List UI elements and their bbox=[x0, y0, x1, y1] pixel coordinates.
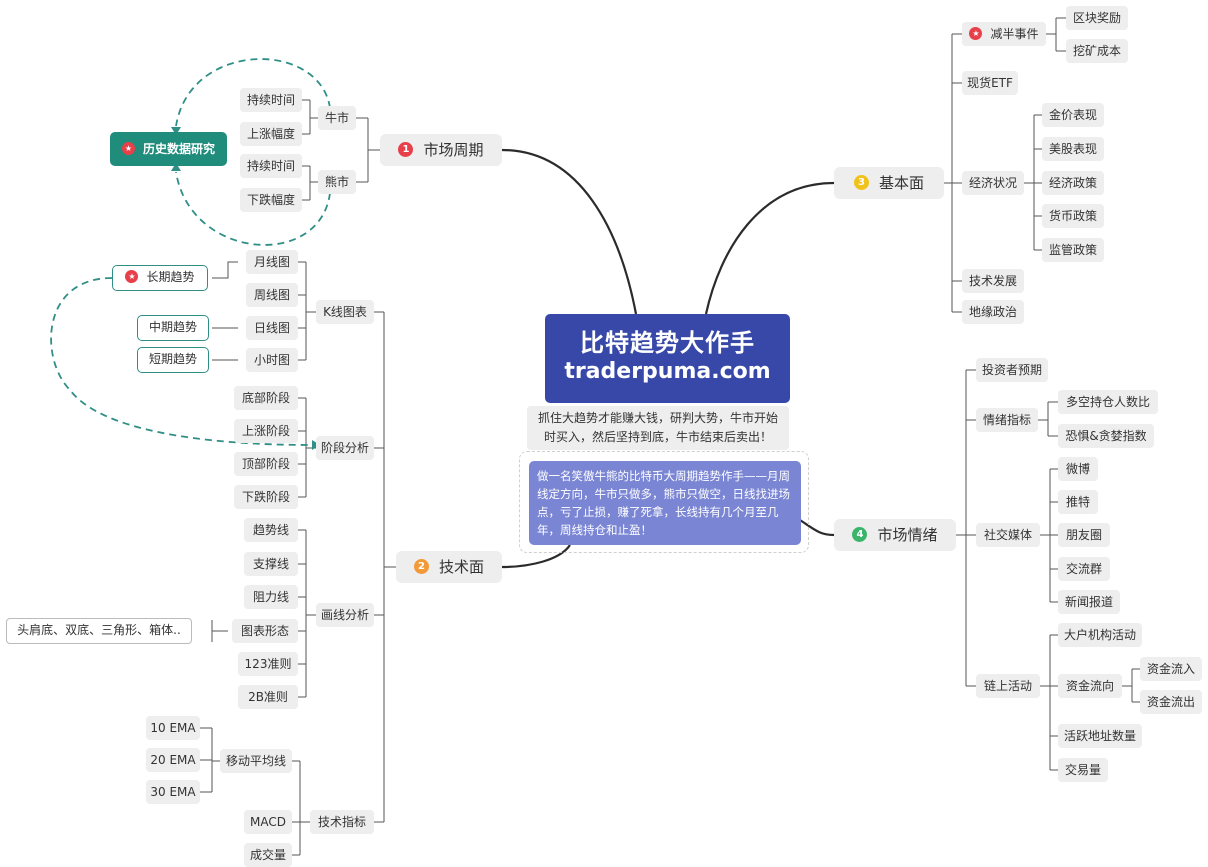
link-t1 bbox=[501, 148, 638, 315]
topic-technical[interactable]: 2 技术面 bbox=[396, 551, 502, 583]
node-weibo[interactable]: 微博 bbox=[1058, 457, 1098, 481]
link-t3 bbox=[704, 181, 835, 315]
node-2b-rule[interactable]: 2B准则 bbox=[238, 685, 298, 709]
history-label: 历史数据研究 bbox=[142, 142, 215, 156]
central-site: traderpuma.com bbox=[564, 359, 771, 384]
topic-label: 基本面 bbox=[878, 174, 924, 192]
topic-label: 市场情绪 bbox=[877, 526, 938, 544]
topic-sentiment[interactable]: 4 市场情绪 bbox=[834, 519, 956, 551]
node-tech-indicators[interactable]: 技术指标 bbox=[310, 810, 374, 834]
strategy-note[interactable]: 做一名笑傲牛熊的比特币大周期趋势作手——月周线定方向，牛市只做多，熊市只做空，日… bbox=[529, 461, 801, 545]
node-block-reward[interactable]: 区块奖励 bbox=[1066, 6, 1128, 30]
node-macd[interactable]: MACD bbox=[244, 810, 292, 834]
node-whale-activity[interactable]: 大户机构活动 bbox=[1058, 623, 1142, 647]
node-moments[interactable]: 朋友圈 bbox=[1058, 523, 1110, 547]
node-bull[interactable]: 牛市 bbox=[318, 106, 356, 130]
node-halving[interactable]: ★ 减半事件 bbox=[962, 22, 1046, 46]
node-geopolitics[interactable]: 地缘政治 bbox=[962, 300, 1024, 324]
node-outflow[interactable]: 资金流出 bbox=[1140, 690, 1202, 714]
node-mid-trend[interactable]: 中期趋势 bbox=[137, 315, 209, 341]
node-30ema[interactable]: 30 EMA bbox=[146, 780, 200, 804]
node-economic-policy[interactable]: 经济政策 bbox=[1042, 171, 1104, 195]
central-subtitle: 抓住大趋势才能赚大钱，研判大势，牛市开始 时买入，然后坚持到底，牛市结束后卖出！ bbox=[527, 406, 789, 450]
node-hourly[interactable]: 小时图 bbox=[246, 348, 298, 372]
number-2-icon: 2 bbox=[413, 559, 429, 574]
topic-label: 市场周期 bbox=[423, 141, 484, 159]
number-1-icon: 1 bbox=[398, 142, 414, 157]
star-icon: ★ bbox=[121, 142, 135, 155]
node-tech-development[interactable]: 技术发展 bbox=[962, 269, 1024, 293]
central-title: 比特趋势大作手 bbox=[580, 329, 755, 357]
node-social-media[interactable]: 社交媒体 bbox=[976, 523, 1040, 547]
node-us-stocks[interactable]: 美股表现 bbox=[1042, 137, 1104, 161]
node-long-short-ratio[interactable]: 多空持仓人数比 bbox=[1058, 390, 1158, 414]
subtitle-line-1: 抓住大趋势才能赚大钱，研判大势，牛市开始 bbox=[537, 411, 778, 425]
node-mining-cost[interactable]: 挖矿成本 bbox=[1066, 39, 1128, 63]
star-icon: ★ bbox=[125, 270, 139, 283]
topic-label: 技术面 bbox=[438, 558, 484, 576]
node-twitter[interactable]: 推特 bbox=[1058, 490, 1098, 514]
node-resistance[interactable]: 阻力线 bbox=[244, 585, 298, 609]
node-patterns-list[interactable]: 头肩底、双底、三角形、箱体.. bbox=[6, 618, 192, 644]
node-bull-duration[interactable]: 持续时间 bbox=[240, 88, 302, 112]
node-economy[interactable]: 经济状况 bbox=[962, 171, 1024, 195]
node-kline[interactable]: K线图表 bbox=[316, 300, 374, 324]
node-sentiment-indicator[interactable]: 情绪指标 bbox=[976, 408, 1038, 432]
node-10ema[interactable]: 10 EMA bbox=[146, 716, 200, 740]
node-bottom-stage[interactable]: 底部阶段 bbox=[234, 386, 298, 410]
node-trade-volume[interactable]: 交易量 bbox=[1058, 758, 1108, 782]
note-frame bbox=[519, 451, 809, 553]
node-123-rule[interactable]: 123准则 bbox=[238, 652, 298, 676]
node-top-stage[interactable]: 顶部阶段 bbox=[234, 452, 298, 476]
node-weekly[interactable]: 周线图 bbox=[246, 283, 298, 307]
node-uptrend-stage[interactable]: 上涨阶段 bbox=[234, 419, 298, 443]
node-chart-pattern[interactable]: 图表形态 bbox=[232, 619, 298, 643]
halving-label: 减半事件 bbox=[990, 27, 1039, 41]
node-20ema[interactable]: 20 EMA bbox=[146, 748, 200, 772]
node-history-research[interactable]: ★ 历史数据研究 bbox=[110, 132, 227, 166]
node-inflow[interactable]: 资金流入 bbox=[1140, 657, 1202, 681]
number-4-icon: 4 bbox=[852, 527, 868, 542]
node-downtrend-stage[interactable]: 下跌阶段 bbox=[234, 485, 298, 509]
node-bear[interactable]: 熊市 bbox=[318, 170, 356, 194]
node-daily[interactable]: 日线图 bbox=[246, 316, 298, 340]
topic-market-cycle[interactable]: 1 市场周期 bbox=[380, 134, 502, 166]
node-monthly[interactable]: 月线图 bbox=[246, 250, 298, 274]
node-short-trend[interactable]: 短期趋势 bbox=[137, 347, 209, 373]
node-fund-flow[interactable]: 资金流向 bbox=[1058, 674, 1122, 698]
node-monetary-policy[interactable]: 货币政策 bbox=[1042, 204, 1104, 228]
node-long-trend[interactable]: ★ 长期趋势 bbox=[112, 265, 208, 291]
star-icon: ★ bbox=[969, 27, 983, 40]
node-drawing-analysis[interactable]: 画线分析 bbox=[316, 603, 374, 627]
node-spot-etf[interactable]: 现货ETF bbox=[962, 71, 1018, 95]
node-stage-analysis[interactable]: 阶段分析 bbox=[316, 436, 374, 460]
node-regulatory-policy[interactable]: 监管政策 bbox=[1042, 238, 1104, 262]
node-onchain[interactable]: 链上活动 bbox=[976, 674, 1040, 698]
node-news[interactable]: 新闻报道 bbox=[1058, 590, 1120, 614]
central-topic[interactable]: 比特趋势大作手 traderpuma.com bbox=[545, 314, 790, 403]
subtitle-line-2: 时买入，然后坚持到底，牛市结束后卖出！ bbox=[543, 430, 772, 444]
node-chat-group[interactable]: 交流群 bbox=[1058, 557, 1110, 581]
node-support[interactable]: 支撑线 bbox=[244, 552, 298, 576]
node-volume[interactable]: 成交量 bbox=[244, 843, 292, 867]
node-investor-expectation[interactable]: 投资者预期 bbox=[976, 358, 1048, 382]
long-trend-label: 长期趋势 bbox=[146, 270, 195, 284]
node-bear-duration[interactable]: 持续时间 bbox=[240, 154, 302, 178]
node-bear-fall[interactable]: 下跌幅度 bbox=[240, 188, 302, 212]
number-3-icon: 3 bbox=[853, 175, 869, 190]
topic-fundamental[interactable]: 3 基本面 bbox=[834, 167, 944, 199]
node-gold[interactable]: 金价表现 bbox=[1042, 103, 1104, 127]
node-bull-rise[interactable]: 上涨幅度 bbox=[240, 122, 302, 146]
node-active-addresses[interactable]: 活跃地址数量 bbox=[1058, 724, 1142, 748]
node-moving-average[interactable]: 移动平均线 bbox=[220, 749, 292, 773]
node-fear-greed[interactable]: 恐惧&贪婪指数 bbox=[1058, 424, 1154, 448]
node-trendline[interactable]: 趋势线 bbox=[244, 518, 298, 542]
